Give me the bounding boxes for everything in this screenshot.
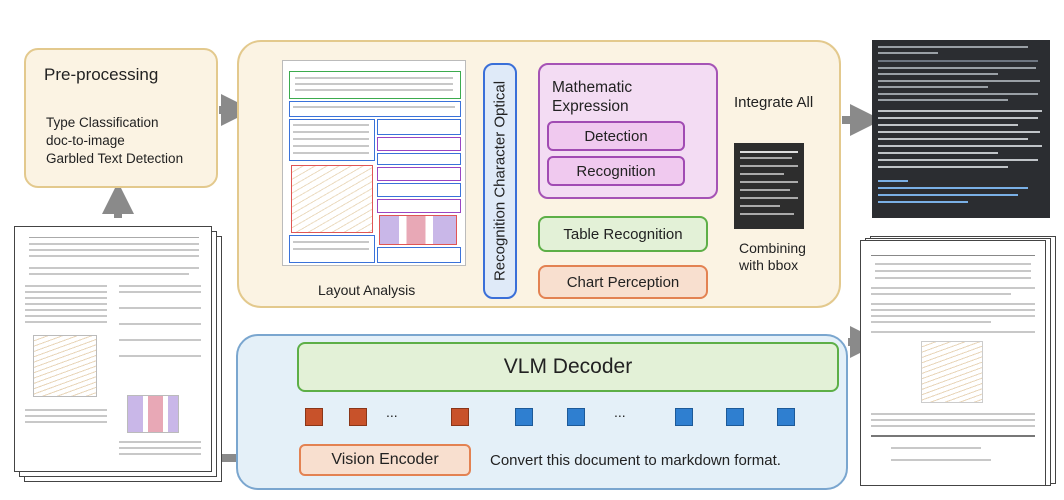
preprocessing-item-doc-to-image: doc-to-image — [46, 133, 125, 148]
layout-analysis-label: Layout Analysis — [318, 282, 416, 298]
preprocessing-box — [24, 48, 218, 188]
ocr-label: Recognition Character Optical — [491, 80, 509, 282]
combining-label-line1: Combining — [739, 240, 806, 256]
visual-token-1 — [305, 408, 323, 426]
preprocessing-title: Pre-processing — [44, 65, 159, 84]
vision-encoder-box: Vision Encoder — [299, 444, 471, 476]
layout-analysis-page — [282, 60, 466, 266]
ocr-box — [483, 63, 517, 299]
prompt-text: Convert this document to markdown format… — [490, 452, 781, 469]
visual-token-3 — [451, 408, 469, 426]
math-recognition-box: Recognition — [547, 156, 685, 186]
preprocessing-item-garbled-text: Garbled Text Detection — [46, 151, 184, 166]
visual-token-ellipsis: ... — [386, 404, 398, 420]
chart-perception-box: Chart Perception — [538, 265, 708, 299]
math-detection-box: Detection — [547, 121, 685, 151]
text-token-3 — [675, 408, 693, 426]
input-page-front — [14, 226, 212, 472]
output-document-stack — [860, 236, 1056, 486]
text-token-ellipsis: ... — [614, 404, 626, 420]
text-token-1 — [515, 408, 533, 426]
math-title-line2: Expression — [552, 98, 629, 115]
text-token-4 — [726, 408, 744, 426]
math-title-line1: Mathematic — [552, 79, 633, 96]
visual-token-2 — [349, 408, 367, 426]
integrate-all-label: Integrate All — [734, 94, 814, 111]
table-recognition-box: Table Recognition — [538, 216, 708, 252]
combining-label-line2: with bbox — [739, 257, 799, 273]
vlm-decoder-box: VLM Decoder — [297, 342, 839, 392]
output-page-front — [860, 240, 1046, 486]
text-token-2 — [567, 408, 585, 426]
input-document-stack — [14, 226, 224, 482]
bbox-output-image — [734, 143, 804, 229]
preprocessing-item-type-classification: Type Classification — [46, 115, 159, 130]
markdown-code-output — [872, 40, 1050, 218]
text-token-5 — [777, 408, 795, 426]
